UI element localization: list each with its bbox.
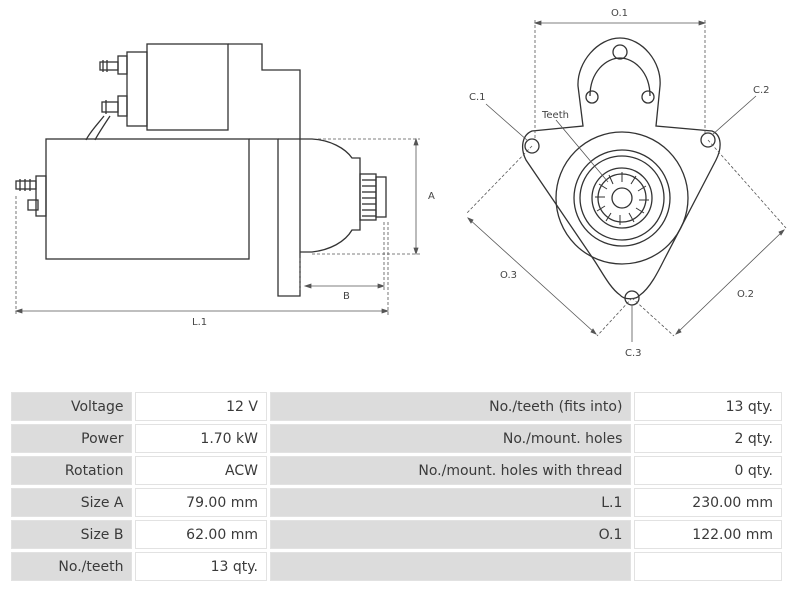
teeth-label: Teeth bbox=[541, 110, 569, 121]
spec-value: 122.00 mm bbox=[634, 520, 782, 549]
spec-row: Voltage 12 V No./teeth (fits into) 13 qt… bbox=[11, 392, 782, 421]
spec-label: Voltage bbox=[11, 392, 133, 421]
hole-label-c3: C.3 bbox=[625, 348, 642, 359]
spec-value: 79.00 mm bbox=[135, 488, 267, 517]
dim-label-o2: O.2 bbox=[737, 289, 754, 300]
spec-value: 1.70 kW bbox=[135, 424, 267, 453]
spec-value: ACW bbox=[135, 456, 267, 485]
spec-label: O.1 bbox=[269, 520, 632, 549]
spec-value: 230.00 mm bbox=[634, 488, 782, 517]
technical-drawing: A B L.1 bbox=[14, 8, 787, 359]
spec-value: 13 qty. bbox=[634, 392, 782, 421]
spec-value: 2 qty. bbox=[634, 424, 782, 453]
spec-row: Size A 79.00 mm L.1 230.00 mm bbox=[11, 488, 782, 517]
spec-label: No./teeth (fits into) bbox=[269, 392, 632, 421]
solenoid-body bbox=[146, 43, 229, 131]
dim-label-a: A bbox=[428, 191, 435, 202]
spec-row: Rotation ACW No./mount. holes with threa… bbox=[11, 456, 782, 485]
dim-label-o3: O.3 bbox=[500, 270, 517, 281]
spec-empty-cell bbox=[269, 552, 632, 581]
dim-label-o1: O.1 bbox=[611, 8, 628, 19]
dim-label-l1: L.1 bbox=[192, 317, 207, 328]
spec-value: 62.00 mm bbox=[135, 520, 267, 549]
spec-label: Size A bbox=[11, 488, 133, 517]
starter-side-view bbox=[15, 43, 387, 297]
spec-value: 12 V bbox=[135, 392, 267, 421]
spec-value: 13 qty. bbox=[135, 552, 267, 581]
mounting-flange bbox=[521, 37, 721, 300]
specifications-table: Voltage 12 V No./teeth (fits into) 13 qt… bbox=[8, 389, 785, 584]
spec-label: No./mount. holes bbox=[269, 424, 632, 453]
spec-label: Power bbox=[11, 424, 133, 453]
solenoid-cap bbox=[126, 51, 148, 127]
front-view-dimensions bbox=[465, 20, 787, 342]
spec-label: No./teeth bbox=[11, 552, 133, 581]
spec-row: Power 1.70 kW No./mount. holes 2 qty. bbox=[11, 424, 782, 453]
hole-label-c2: C.2 bbox=[753, 85, 770, 96]
dim-label-b: B bbox=[343, 291, 350, 302]
spec-row: No./teeth 13 qty. bbox=[11, 552, 782, 581]
side-view-dimensions bbox=[14, 137, 420, 316]
hole-label-c1: C.1 bbox=[469, 92, 486, 103]
pinion-teeth bbox=[595, 172, 649, 225]
spec-label: Rotation bbox=[11, 456, 133, 485]
spec-empty-cell bbox=[634, 552, 782, 581]
spec-label: L.1 bbox=[269, 488, 632, 517]
spec-value: 0 qty. bbox=[634, 456, 782, 485]
starter-front-view bbox=[521, 37, 721, 306]
spec-row: Size B 62.00 mm O.1 122.00 mm bbox=[11, 520, 782, 549]
spec-label: Size B bbox=[11, 520, 133, 549]
motor-body bbox=[45, 138, 250, 260]
spec-label: No./mount. holes with thread bbox=[269, 456, 632, 485]
